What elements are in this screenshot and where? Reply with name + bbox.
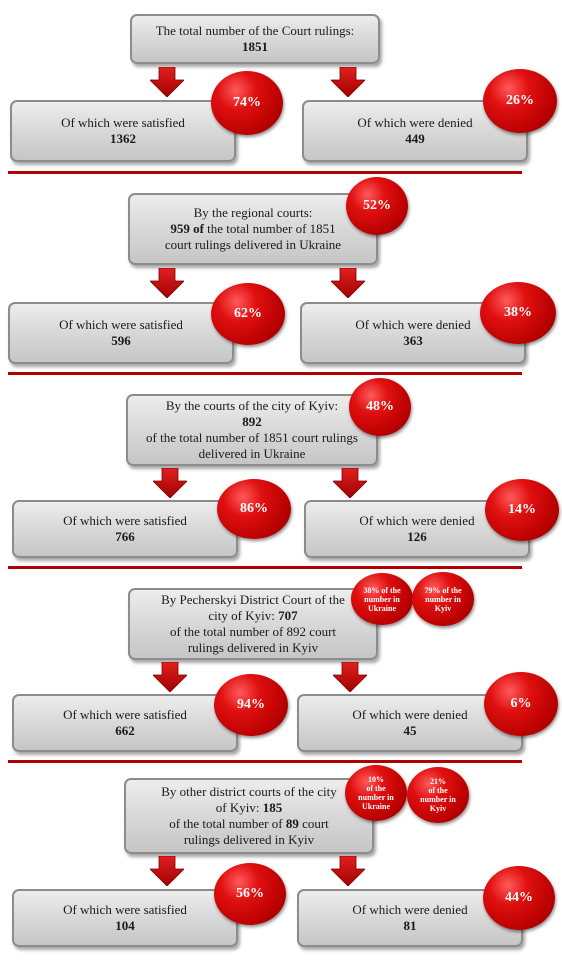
section-divider	[8, 760, 522, 763]
down-arrow-icon	[331, 67, 365, 97]
denied-value: 81	[403, 918, 417, 933]
satisfied-label: Of which were satisfied	[63, 513, 187, 528]
ukraine-share-badge: 38% of the number in Ukraine	[351, 573, 413, 625]
kyiv-courts-label: By the courts of the city of Kyiv:	[165, 398, 339, 413]
kyiv-courts-tail2: delivered in Ukraine	[198, 446, 306, 461]
satisfied-value: 1362	[110, 131, 136, 146]
kyiv-courts-tail1: of the total number of 1851 court ruling…	[146, 430, 358, 445]
satisfied-label: Of which were satisfied	[59, 317, 183, 332]
satisfied-percent-badge: 74%	[211, 71, 283, 135]
section-divider	[8, 372, 522, 375]
kyiv-share-badge: 79% of the number in Kyiv	[412, 572, 474, 626]
regional-courts-value: 959 of	[170, 221, 204, 236]
satisfied-box: Of which were satisfied 766	[12, 500, 238, 558]
satisfied-value: 662	[115, 723, 135, 738]
satisfied-percent-badge: 56%	[214, 863, 286, 925]
satisfied-value: 766	[115, 529, 135, 544]
down-arrow-icon	[333, 468, 367, 498]
regional-courts-label: By the regional courts:	[193, 205, 313, 220]
down-arrow-icon	[153, 662, 187, 692]
down-arrow-icon	[331, 268, 365, 298]
other-courts-line2: of Kyiv:	[215, 800, 263, 815]
down-arrow-icon	[150, 268, 184, 298]
denied-percent-badge: 44%	[483, 866, 555, 930]
other-courts-line1: By other district courts of the city	[161, 784, 337, 799]
denied-value: 449	[405, 131, 425, 146]
denied-value: 363	[403, 333, 423, 348]
satisfied-percent-badge: 94%	[214, 674, 288, 736]
regional-courts-text: the total number of 1851	[203, 221, 336, 236]
denied-label: Of which were denied	[352, 902, 468, 917]
other-district-courts-box: By other district courts of the city of …	[124, 778, 374, 854]
satisfied-box: Of which were satisfied 1362	[10, 100, 236, 162]
denied-percent-badge: 26%	[483, 69, 557, 133]
denied-value: 126	[407, 529, 427, 544]
down-arrow-icon	[333, 662, 367, 692]
total-rulings-box: The total number of the Court rulings: 1…	[130, 14, 380, 64]
pecherskyi-court-tail2: rulings delivered in Kyiv	[187, 640, 319, 655]
satisfied-box: Of which were satisfied 104	[12, 889, 238, 947]
down-arrow-icon	[150, 856, 184, 886]
denied-value: 45	[403, 723, 417, 738]
regional-courts-tail: court rulings delivered in Ukraine	[164, 237, 342, 252]
satisfied-label: Of which were satisfied	[61, 115, 185, 130]
satisfied-percent-badge: 62%	[211, 283, 285, 345]
satisfied-box: Of which were satisfied 662	[12, 694, 238, 752]
kyiv-courts-box: By the courts of the city of Kyiv: 892 o…	[126, 394, 378, 466]
satisfied-value: 596	[111, 333, 131, 348]
pecherskyi-court-tail1: of the total number of 892 court	[169, 624, 337, 639]
denied-label: Of which were denied	[355, 317, 471, 332]
pecherskyi-court-line2: city of Kyiv:	[208, 608, 279, 623]
satisfied-label: Of which were satisfied	[63, 707, 187, 722]
other-courts-tail2: rulings delivered in Kyiv	[183, 832, 315, 847]
denied-percent-badge: 14%	[485, 479, 559, 541]
denied-label: Of which were denied	[357, 115, 473, 130]
satisfied-value: 104	[115, 918, 135, 933]
denied-label: Of which were denied	[352, 707, 468, 722]
denied-percent-badge: 6%	[484, 672, 558, 736]
down-arrow-icon	[153, 468, 187, 498]
pecherskyi-court-line1: By Pecherskyi District Court of the	[161, 592, 345, 607]
section-divider	[8, 171, 522, 174]
down-arrow-icon	[150, 67, 184, 97]
regional-courts-box: By the regional courts: 959 of the total…	[128, 193, 378, 265]
section-divider	[8, 566, 522, 569]
denied-percent-badge: 38%	[480, 282, 556, 344]
total-rulings-value: 1851	[242, 39, 268, 54]
satisfied-label: Of which were satisfied	[63, 902, 187, 917]
kyiv-share-badge: 21% of the number in Kyiv	[407, 767, 469, 823]
pecherskyi-court-value: 707	[278, 608, 298, 623]
other-courts-kyiv-total: 89	[285, 816, 299, 831]
pecherskyi-court-box: By Pecherskyi District Court of the city…	[128, 588, 378, 660]
other-courts-value: 185	[262, 800, 283, 815]
regional-courts-percent-badge: 52%	[346, 177, 408, 235]
satisfied-box: Of which were satisfied 596	[8, 302, 234, 364]
total-rulings-label: The total number of the Court rulings:	[155, 23, 355, 38]
kyiv-courts-percent-badge: 48%	[349, 378, 411, 436]
down-arrow-icon	[331, 856, 365, 886]
ukraine-share-badge: 10% of the number in Ukraine	[345, 765, 407, 821]
denied-label: Of which were denied	[359, 513, 475, 528]
satisfied-percent-badge: 86%	[217, 479, 291, 539]
kyiv-courts-value: 892	[242, 414, 262, 429]
